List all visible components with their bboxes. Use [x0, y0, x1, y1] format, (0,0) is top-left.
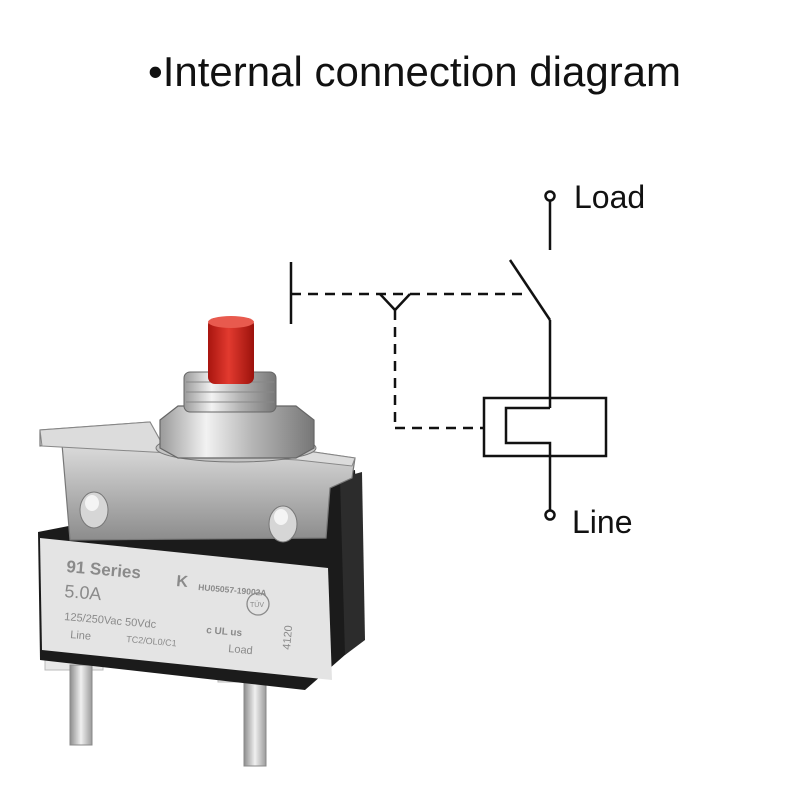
breaker-label	[40, 538, 332, 680]
device-terminal-load: Load	[228, 643, 253, 657]
connection-diagram	[289, 190, 608, 521]
tuv-mark-icon	[246, 592, 270, 616]
device-type-code: TC2/OL0/C1	[126, 634, 177, 648]
tuv-mark-text: TÜV	[250, 601, 264, 609]
load-terminal	[544, 190, 556, 202]
reset-button	[208, 318, 254, 384]
kc-mark: K	[176, 573, 189, 591]
page-title: •Internal connection diagram	[148, 48, 682, 95]
device-date-code: 4120	[281, 625, 295, 650]
threaded-bushing	[183, 371, 277, 413]
mechanical-linkage	[291, 292, 522, 430]
linkage-fork	[379, 293, 411, 312]
label-load: Load	[574, 179, 645, 215]
circuit-breaker: 91 Series K HU05057-19002A 5.0A 125/250V…	[38, 316, 365, 767]
device-terminal-line: Line	[70, 629, 92, 643]
ul-mark: c UL us	[206, 625, 243, 639]
device-rating: 5.0A	[64, 581, 103, 604]
label-line: Line	[572, 504, 633, 540]
line-terminal	[544, 509, 556, 521]
switch-blade	[508, 259, 552, 321]
thermal-element	[482, 396, 608, 458]
hex-nut	[159, 405, 315, 459]
bimetal-strip	[504, 406, 552, 456]
